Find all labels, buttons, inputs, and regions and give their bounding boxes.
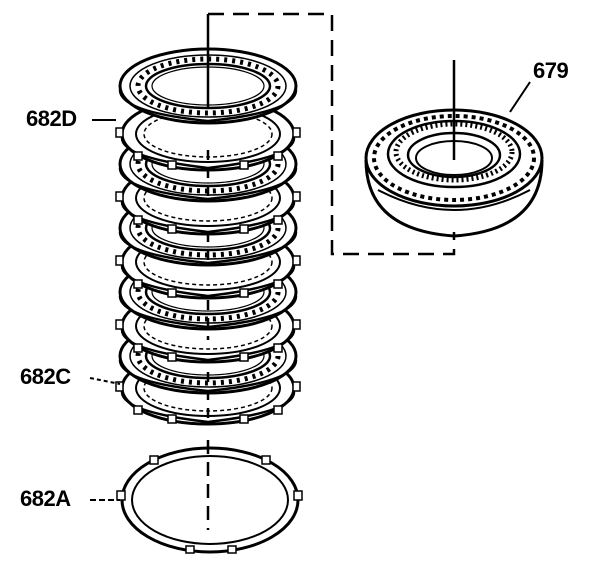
assembly-dash-line (208, 12, 456, 256)
callout-leaders (89, 81, 531, 501)
leader-679 (509, 81, 531, 113)
backing-ring-682A (116, 446, 303, 554)
callout-679: 679 (533, 58, 569, 83)
callout-682D: 682D (26, 106, 77, 131)
callout-682C: 682C (20, 364, 71, 389)
callout-682A: 682A (20, 486, 71, 511)
leader-682C (89, 377, 121, 385)
